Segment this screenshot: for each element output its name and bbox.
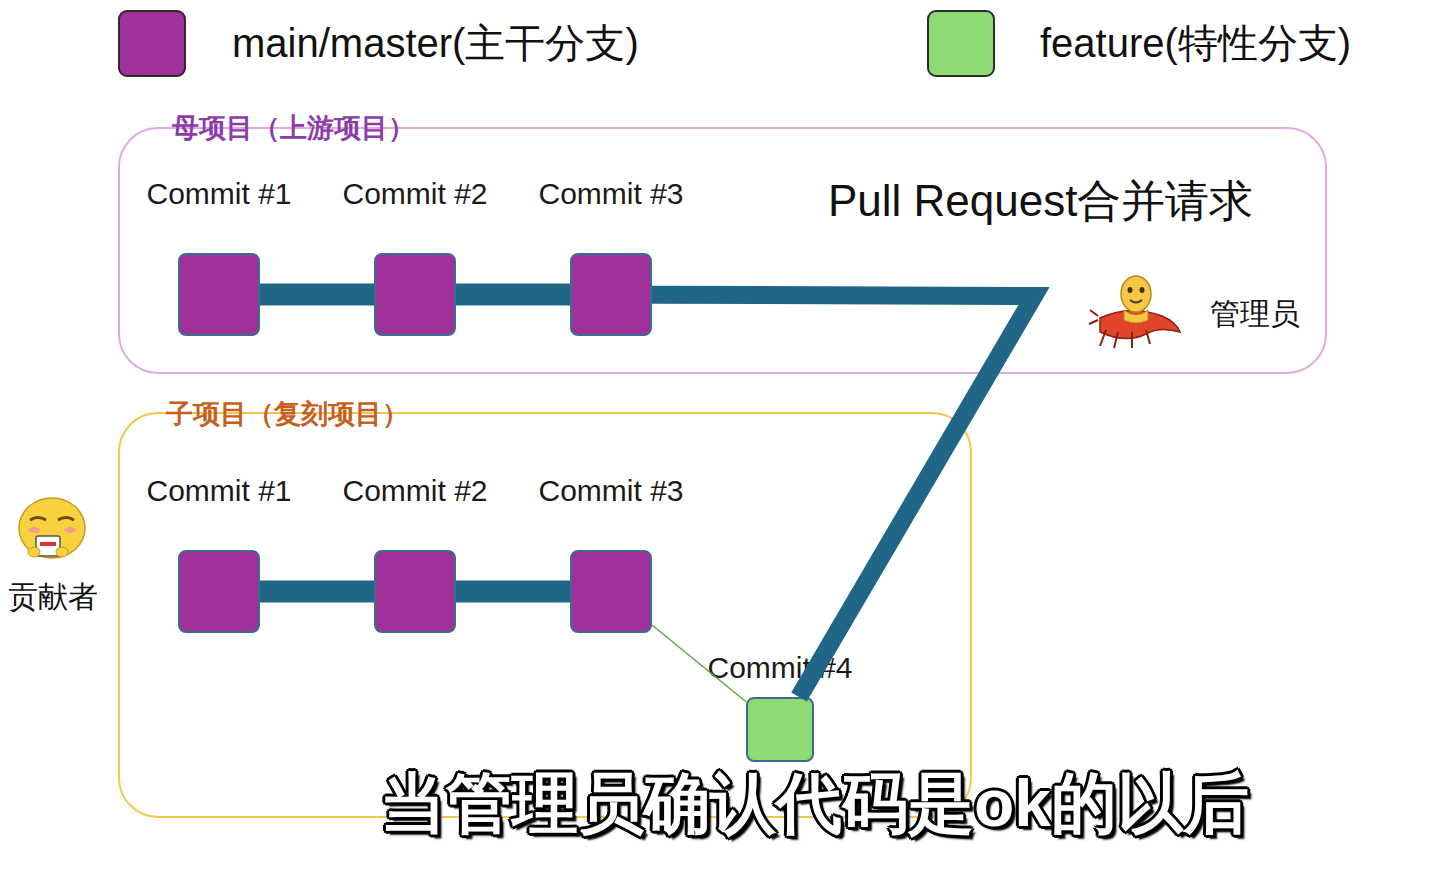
project-group: 母项目（上游项目）Commit #1Commit #2Commit #3 <box>118 127 1327 374</box>
administrator-icon <box>1088 272 1184 354</box>
commit-box: Commit #3 <box>570 550 652 633</box>
eye <box>30 518 46 521</box>
commit-box: Commit #1 <box>178 550 260 633</box>
eye <box>1128 287 1133 293</box>
hand <box>56 547 68 557</box>
legend-text: feature(特性分支) <box>1040 20 1351 66</box>
commit-box: Commit #3 <box>570 253 652 336</box>
eye <box>58 518 74 521</box>
role-label: 管理员 <box>1210 297 1300 331</box>
commit-label: Commit #3 <box>538 177 683 211</box>
face <box>19 498 85 558</box>
legend-text: main/master(主干分支) <box>232 20 639 66</box>
commit-label: Commit #4 <box>707 651 852 685</box>
shrimp-antenna <box>1089 310 1098 324</box>
commit-label: Commit #1 <box>146 474 291 508</box>
commit-link <box>456 581 570 603</box>
group-heading: 子项目（复刻项目） <box>166 398 409 430</box>
commit-label: Commit #2 <box>342 177 487 211</box>
legend-swatch <box>118 10 186 77</box>
commit-box: Commit #4 <box>746 697 814 762</box>
shrimp-body <box>1100 310 1180 338</box>
commit-box: Commit #2 <box>374 550 456 633</box>
commit-link <box>456 284 570 306</box>
commit-box: Commit #1 <box>178 253 260 336</box>
group-heading: 母项目（上游项目） <box>172 112 415 144</box>
shrimp-legs <box>1100 330 1150 348</box>
hand <box>28 547 40 557</box>
subtitle-caption: 当管理员确认代码是ok的以后 <box>380 765 1249 841</box>
commit-label: Commit #2 <box>342 474 487 508</box>
cheek <box>64 527 76 533</box>
legend-swatch <box>927 10 995 77</box>
sign-mark <box>40 542 56 546</box>
commit-box: Commit #2 <box>374 253 456 336</box>
pull-request-line <box>652 295 1034 697</box>
edge-label: Pull Request合并请求 <box>828 176 1253 226</box>
commit-label: Commit #3 <box>538 474 683 508</box>
commit-link <box>260 581 374 603</box>
cheek <box>28 527 40 533</box>
commit-link <box>260 284 374 306</box>
mouth <box>1130 300 1142 303</box>
eye <box>1140 287 1145 293</box>
contributor-icon <box>12 492 92 570</box>
commit-label: Commit #1 <box>146 177 291 211</box>
role-label: 贡献者 <box>8 580 98 614</box>
project-group: 子项目（复刻项目）Commit #1Commit #2Commit #3Comm… <box>118 412 972 818</box>
face <box>1121 276 1151 312</box>
body <box>1124 310 1148 323</box>
